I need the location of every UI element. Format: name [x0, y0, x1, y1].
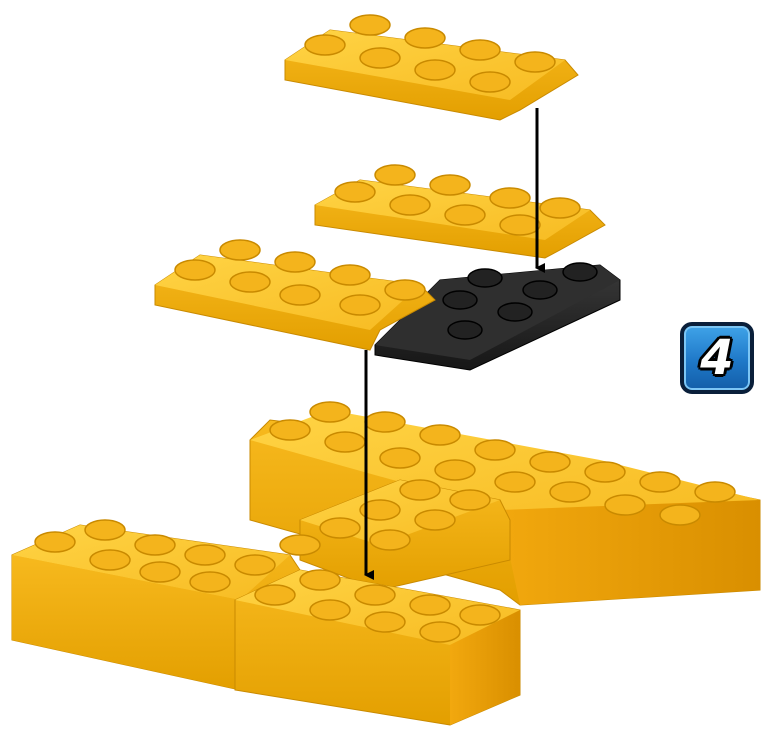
black-plate-2x3	[374, 262, 621, 371]
step-number-badge: 4	[680, 322, 754, 394]
yellow-plate-2x4-left	[154, 239, 436, 351]
yellow-plate-2x4-middle	[314, 164, 606, 259]
lower-brick-studs	[34, 401, 736, 643]
step-number: 4	[700, 330, 734, 386]
yellow-plate-2x4-top	[284, 14, 579, 121]
